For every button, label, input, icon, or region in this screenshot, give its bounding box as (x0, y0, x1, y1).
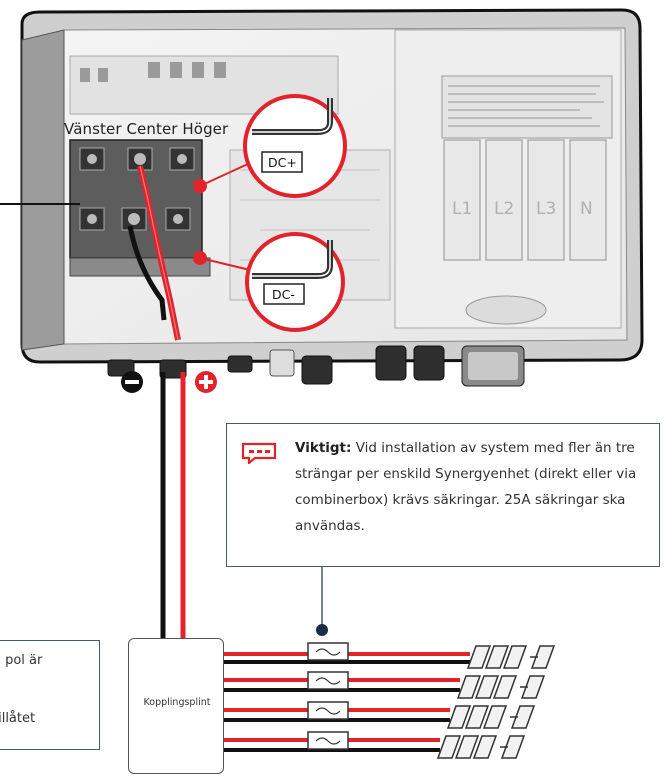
side-note-box: a pol är tillåtet (0, 640, 100, 750)
enclosure-left-side (21, 29, 65, 351)
dc-minus-marker (193, 251, 207, 265)
dc-plus-label: DC+ (268, 155, 297, 170)
dc-minus-callout (245, 232, 345, 332)
dc-plus-leader (199, 162, 251, 187)
fuse-slot-label: L3 (536, 199, 556, 219)
notice-text: Viktigt: Vid installation av system med … (295, 435, 649, 539)
message-dots-icon (241, 442, 277, 464)
dc-minus-leader (199, 257, 251, 271)
notice-body: Vid installation av system med fler än t… (295, 440, 637, 534)
notice-box: Viktigt: Vid installation av system med … (226, 423, 660, 567)
dc-minus-label: DC- (272, 287, 295, 302)
string-fuses (307, 642, 349, 750)
cable-entry-ring (465, 295, 547, 325)
panel-strings (436, 645, 556, 759)
info-plate (441, 75, 613, 139)
plus-circle-icon (195, 371, 217, 393)
small-gland-white (269, 349, 295, 377)
cable-glands (107, 345, 445, 385)
dc-minus-tag (263, 283, 305, 305)
fuse-holders (443, 139, 607, 261)
screw-heads (87, 153, 187, 225)
panel-string-links (500, 656, 538, 748)
large-gland (461, 345, 525, 387)
fuse-symbols (315, 648, 341, 745)
breaker-switches (80, 62, 226, 82)
terminal-strip-label: Kopplingsplint (143, 697, 211, 708)
terminal-strip: Kopplingsplint (128, 638, 224, 774)
dc-plus-marker (193, 179, 207, 193)
info-plate-lines (448, 85, 604, 127)
notice-heading: Viktigt: (295, 440, 352, 456)
side-note-line1: a pol är (0, 653, 43, 668)
info-pointer-dot (316, 624, 328, 636)
fuse-slot-label: L1 (452, 199, 472, 219)
internal-negative-wire (127, 225, 167, 321)
fuse-slot-label: L2 (494, 199, 514, 219)
dc-plus-tag (261, 151, 303, 173)
position-labels: Vänster Center Höger (64, 120, 229, 138)
fuse-slot-label: N (580, 199, 593, 219)
internal-positive-wire-highlight (139, 165, 179, 341)
minus-circle-icon (121, 371, 143, 393)
side-note-line2: tillåtet (0, 711, 36, 726)
